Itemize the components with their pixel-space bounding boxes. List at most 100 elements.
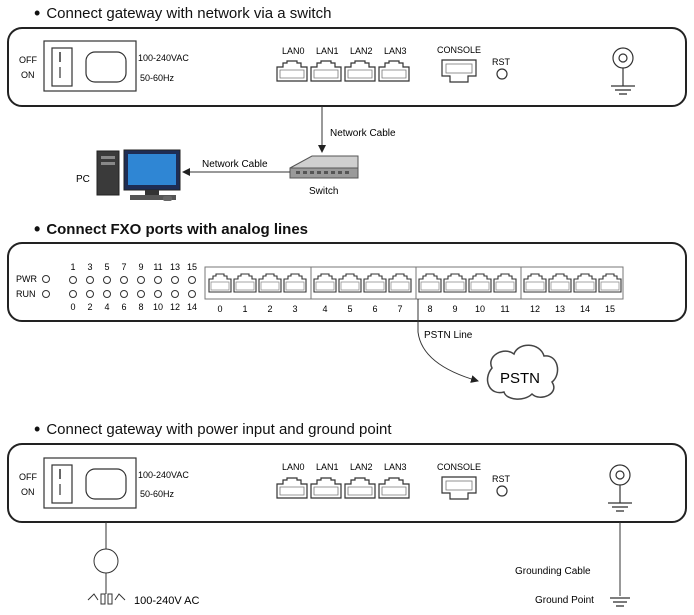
- console-label: CONSOLE: [437, 45, 481, 55]
- port-led-icon: [86, 290, 94, 298]
- network-cable-label-horizontal: Network Cable: [202, 159, 268, 170]
- fxo-port-number: 1: [242, 304, 247, 314]
- console-label: CONSOLE: [437, 462, 481, 472]
- reset-button-icon: [496, 68, 508, 80]
- led-number-bottom: 14: [187, 302, 197, 312]
- run-led-icon: [42, 290, 50, 298]
- port-led-icon: [69, 276, 77, 284]
- port-led-icon: [171, 290, 179, 298]
- port-led-icon: [154, 276, 162, 284]
- led-number-top: 7: [121, 262, 126, 272]
- pstn-line-cable: [417, 299, 479, 383]
- reset-button-icon: [496, 485, 508, 497]
- fxo-port-number: 15: [605, 304, 615, 314]
- frequency-label: 50-60Hz: [140, 489, 175, 499]
- pstn-cloud-icon: [486, 344, 559, 400]
- port-led-icon: [188, 290, 196, 298]
- port-led-icon: [120, 290, 128, 298]
- switch-label: Switch: [309, 186, 338, 197]
- led-number-bottom: 10: [153, 302, 163, 312]
- bullet-icon: •: [34, 419, 41, 439]
- gateway-rear-panel-1: OFF ON 100-240VAC 50-60Hz LAN0 LAN1 LAN2…: [7, 27, 687, 107]
- pc-label: PC: [76, 174, 90, 185]
- fxo-port-number: 0: [217, 304, 222, 314]
- led-number-bottom: 0: [70, 302, 75, 312]
- grounding-cable-label: Grounding Cable: [515, 566, 591, 577]
- led-number-top: 11: [153, 262, 162, 272]
- run-label: RUN: [16, 289, 36, 299]
- lan3-label: LAN3: [384, 462, 407, 472]
- lan1-label: LAN1: [316, 46, 339, 56]
- power-switch-icon: [51, 47, 73, 87]
- off-label: OFF: [19, 55, 37, 65]
- led-number-top: 13: [170, 262, 180, 272]
- heading-fxo-ports: • Connect FXO ports with analog lines: [34, 219, 308, 240]
- heading-text: Connect FXO ports with analog lines: [46, 221, 308, 238]
- voltage-label: 100-240VAC: [138, 53, 189, 63]
- port-led-icon: [171, 276, 179, 284]
- heading-text: Connect gateway with network via a switc…: [46, 5, 332, 22]
- fxo-port-number: 3: [292, 304, 297, 314]
- led-number-top: 5: [104, 262, 109, 272]
- ground-point-icon: [610, 597, 630, 607]
- power-input-label: 100-240V AC: [134, 595, 199, 607]
- led-number-bottom: 6: [121, 302, 126, 312]
- console-port-icon: [441, 59, 477, 83]
- power-socket-icon: [85, 51, 127, 83]
- port-led-icon: [137, 276, 145, 284]
- console-port-icon: [441, 476, 477, 500]
- gateway-rear-panel-2: OFF ON 100-240VAC 50-60Hz LAN0 LAN1 LAN2…: [7, 443, 687, 523]
- fxo-port-number: 8: [427, 304, 432, 314]
- network-cable-label-vertical: Network Cable: [330, 128, 396, 139]
- lan1-label: LAN1: [316, 462, 339, 472]
- power-input-icon: [87, 522, 126, 605]
- led-number-top: 1: [70, 262, 75, 272]
- heading-text: Connect gateway with power input and gro…: [46, 421, 392, 438]
- led-number-bottom: 12: [170, 302, 180, 312]
- port-led-icon: [120, 276, 128, 284]
- bullet-icon: •: [34, 219, 41, 239]
- power-switch-icon: [51, 464, 73, 504]
- fxo-port-number: 11: [500, 304, 509, 314]
- fxo-port-number: 6: [372, 304, 377, 314]
- port-led-icon: [154, 290, 162, 298]
- lan0-label: LAN0: [282, 462, 305, 472]
- led-number-bottom: 8: [138, 302, 143, 312]
- on-label: ON: [21, 70, 35, 80]
- pwr-label: PWR: [16, 274, 37, 284]
- pwr-led-icon: [42, 275, 50, 283]
- pc-icon: [96, 149, 181, 201]
- lan2-label: LAN2: [350, 46, 373, 56]
- lan2-label: LAN2: [350, 462, 373, 472]
- fxo-port-number: 13: [555, 304, 565, 314]
- pstn-cloud-label: PSTN: [500, 370, 540, 387]
- fxo-port-number: 7: [397, 304, 402, 314]
- power-socket-icon: [85, 468, 127, 500]
- led-number-top: 15: [187, 262, 197, 272]
- port-led-icon: [137, 290, 145, 298]
- fxo-port-number: 5: [347, 304, 352, 314]
- ground-terminal-icon: [608, 464, 632, 512]
- fxo-port-number: 4: [322, 304, 327, 314]
- pstn-line-label: PSTN Line: [424, 330, 473, 341]
- switch-icon: [289, 155, 359, 179]
- heading-network-switch: •Connect gateway with network via a swit…: [34, 3, 331, 24]
- fxo-port-number: 9: [452, 304, 457, 314]
- frequency-label: 50-60Hz: [140, 73, 175, 83]
- led-number-bottom: 2: [87, 302, 92, 312]
- fxo-port-number: 2: [267, 304, 272, 314]
- rst-label: RST: [492, 57, 511, 67]
- ground-point-label: Ground Point: [535, 595, 594, 606]
- lan0-label: LAN0: [282, 46, 305, 56]
- off-label: OFF: [19, 472, 37, 482]
- led-number-top: 9: [138, 262, 143, 272]
- heading-power-ground: • Connect gateway with power input and gr…: [34, 419, 392, 440]
- port-led-icon: [86, 276, 94, 284]
- voltage-label: 100-240VAC: [138, 470, 189, 480]
- port-led-icon: [103, 290, 111, 298]
- port-led-icon: [69, 290, 77, 298]
- ground-terminal-icon: [611, 47, 635, 95]
